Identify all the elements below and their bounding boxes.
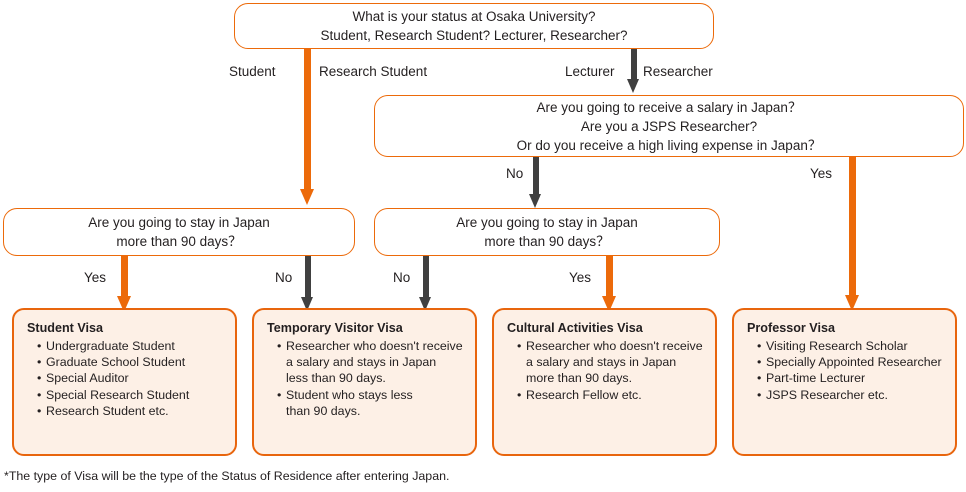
result-title: Student Visa bbox=[27, 321, 104, 335]
arrow-stay-mid-yes-to-cultural-visa bbox=[602, 256, 616, 314]
branch-label-salary-no: No bbox=[506, 166, 524, 181]
arrow-stay-left-yes-to-student-visa bbox=[117, 256, 131, 314]
question-stay-left-line-1: Are you going to stay in Japan bbox=[88, 215, 270, 230]
list-item: Graduate School Student bbox=[37, 354, 223, 370]
arrow-stay-mid-no-to-temporary-visa bbox=[419, 256, 432, 314]
result-item-list: Researcher who doesn't receive a salary … bbox=[507, 338, 703, 403]
branch-label-research-student: Research Student bbox=[319, 64, 428, 79]
question-stay-left-line-2: more than 90 days？ bbox=[116, 234, 242, 249]
question-box-salary: Are you going to receive a salary in Jap… bbox=[374, 95, 964, 157]
question-box-stay-left: Are you going to stay in Japan more than… bbox=[3, 208, 355, 256]
branch-label-stay-mid-no: No bbox=[393, 270, 411, 285]
list-item: Special Research Student bbox=[37, 387, 223, 403]
list-item: Special Auditor bbox=[37, 370, 223, 386]
list-item: Part-time Lecturer bbox=[757, 370, 943, 386]
question-stay-mid-line-1: Are you going to stay in Japan bbox=[456, 215, 638, 230]
list-item: Research Fellow etc. bbox=[517, 387, 703, 403]
question-box-status: What is your status at Osaka University?… bbox=[234, 3, 714, 49]
list-item: JSPS Researcher etc. bbox=[757, 387, 943, 403]
result-item-list: Researcher who doesn't receive a salary … bbox=[267, 338, 463, 419]
result-title: Cultural Activities Visa bbox=[507, 321, 643, 335]
branch-label-stay-left-yes: Yes bbox=[84, 270, 107, 285]
question-salary-line-1: Are you going to receive a salary in Jap… bbox=[536, 99, 802, 115]
arrow-student-to-stay-left bbox=[300, 49, 314, 205]
arrow-salary-yes-to-professor-visa bbox=[845, 157, 859, 313]
result-box-student-visa: Student Visa Undergraduate Student Gradu… bbox=[12, 308, 237, 456]
result-item-list: Visiting Research Scholar Specially Appo… bbox=[747, 338, 943, 403]
question-box-stay-mid: Are you going to stay in Japan more than… bbox=[374, 208, 720, 256]
question-salary-line-3: Or do you receive a high living expense … bbox=[516, 137, 822, 153]
question-salary-line-2: Are you a JSPS Researcher? bbox=[580, 118, 758, 134]
list-item: Researcher who doesn't receive a salary … bbox=[277, 338, 463, 387]
list-item: Student who stays less than 90 days. bbox=[277, 387, 463, 419]
list-item: Undergraduate Student bbox=[37, 338, 223, 354]
result-title: Temporary Visitor Visa bbox=[267, 321, 403, 335]
result-box-professor-visa: Professor Visa Visiting Research Scholar… bbox=[732, 308, 957, 456]
arrow-salary-no-to-stay-mid bbox=[529, 157, 542, 210]
branch-label-researcher: Researcher bbox=[643, 64, 713, 79]
branch-label-lecturer: Lecturer bbox=[565, 64, 615, 79]
list-item: Visiting Research Scholar bbox=[757, 338, 943, 354]
branch-label-stay-mid-yes: Yes bbox=[569, 270, 592, 285]
arrow-researcher-to-salary bbox=[627, 49, 640, 95]
question-status-line-2: Student, Research Student? Lecturer, Res… bbox=[320, 28, 628, 43]
result-title: Professor Visa bbox=[747, 321, 835, 335]
branch-label-salary-yes: Yes bbox=[810, 166, 833, 181]
result-box-temporary-visitor-visa: Temporary Visitor Visa Researcher who do… bbox=[252, 308, 477, 456]
branch-label-stay-left-no: No bbox=[275, 270, 293, 285]
question-stay-mid-line-2: more than 90 days？ bbox=[484, 234, 610, 249]
arrow-stay-left-no-to-temporary-visa bbox=[301, 256, 314, 314]
result-box-cultural-activities-visa: Cultural Activities Visa Researcher who … bbox=[492, 308, 717, 456]
list-item: Specially Appointed Researcher bbox=[757, 354, 943, 370]
question-status-line-1: What is your status at Osaka University? bbox=[352, 9, 596, 24]
footnote-text: *The type of Visa will be the type of th… bbox=[4, 469, 450, 483]
list-item: Research Student etc. bbox=[37, 403, 223, 419]
result-item-list: Undergraduate Student Graduate School St… bbox=[27, 338, 223, 419]
branch-label-student: Student bbox=[229, 64, 276, 79]
list-item: Researcher who doesn't receive a salary … bbox=[517, 338, 703, 387]
